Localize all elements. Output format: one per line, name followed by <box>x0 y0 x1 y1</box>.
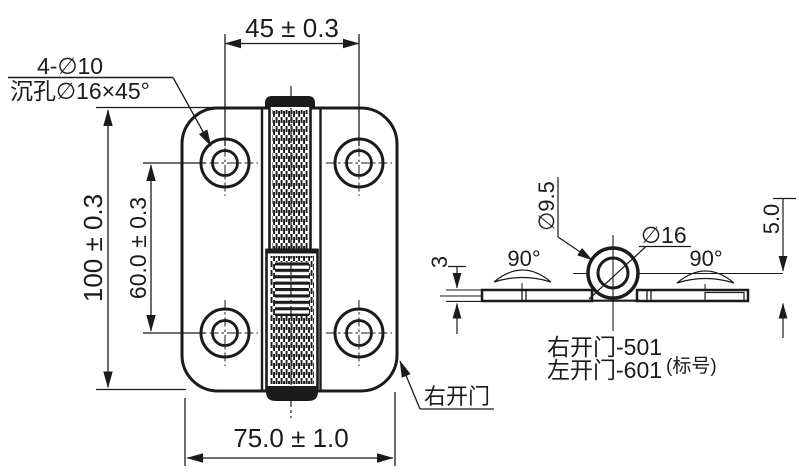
angle-left-text: 90° <box>507 246 540 271</box>
swing-angle-right: 90° <box>676 246 735 291</box>
dimension-hole-span-v <box>143 162 205 334</box>
hinge-pin-barrel <box>265 86 319 418</box>
dimension-width <box>184 392 396 466</box>
model-line1: 右开门-501 <box>547 334 662 360</box>
dim-hole-span-v-text: 60.0 ± 0.3 <box>125 197 151 299</box>
model-line2: 左开门-601 <box>547 357 662 383</box>
dimension-pin-diameter: ∅9.5 <box>534 177 593 261</box>
dimension-offset: 5.0 <box>759 197 796 338</box>
dim-leaf-thickness-text: 3 <box>427 256 452 268</box>
dim-pin-diameter-text: ∅9.5 <box>534 181 559 231</box>
angle-right-text: 90° <box>689 246 722 271</box>
dim-knuckle-diameter-text: ∅16 <box>641 222 687 248</box>
dimension-leaf-thickness: 3 <box>427 256 466 334</box>
side-right-leaf <box>635 288 750 303</box>
pin-bottom-cap <box>266 386 318 401</box>
side-view: ∅9.5 ∅16 90° 90° 3 <box>427 177 796 383</box>
sleeve-top-band <box>266 248 318 254</box>
dimension-hole-span-h <box>224 34 360 146</box>
front-view: 45 ± 0.3 4-∅10 沉孔∅16×45° 100 ± 0.3 60.0 … <box>8 13 494 466</box>
hole-note-line1: 4-∅10 <box>37 53 103 79</box>
hole-note: 4-∅10 沉孔∅16×45° <box>8 53 212 147</box>
swing-angle-left: 90° <box>493 246 552 290</box>
dimension-height <box>96 106 258 391</box>
dim-offset-text: 5.0 <box>759 204 784 235</box>
dimension-knuckle-diameter: ∅16 <box>588 222 691 300</box>
side-right-leaf-step <box>704 291 745 302</box>
model-suffix: (标号) <box>666 355 717 377</box>
sleeve-spring-section <box>275 262 309 316</box>
dim-width-text: 75.0 ± 1.0 <box>233 423 348 453</box>
hole-bottom-right <box>326 300 392 366</box>
hole-note-line2: 沉孔∅16×45° <box>10 78 150 104</box>
front-leader-text: 右开门 <box>424 384 490 409</box>
dim-height-text: 100 ± 0.3 <box>78 194 108 302</box>
dim-hole-span-h-text: 45 ± 0.3 <box>245 13 339 43</box>
side-left-leaf <box>480 288 594 303</box>
pin-upper-knurl <box>272 110 308 249</box>
pin-top-cap <box>265 96 315 107</box>
front-view-leader-label: 右开门 <box>399 360 494 410</box>
model-number-block: 右开门-501 左开门-601 (标号) <box>547 334 717 383</box>
